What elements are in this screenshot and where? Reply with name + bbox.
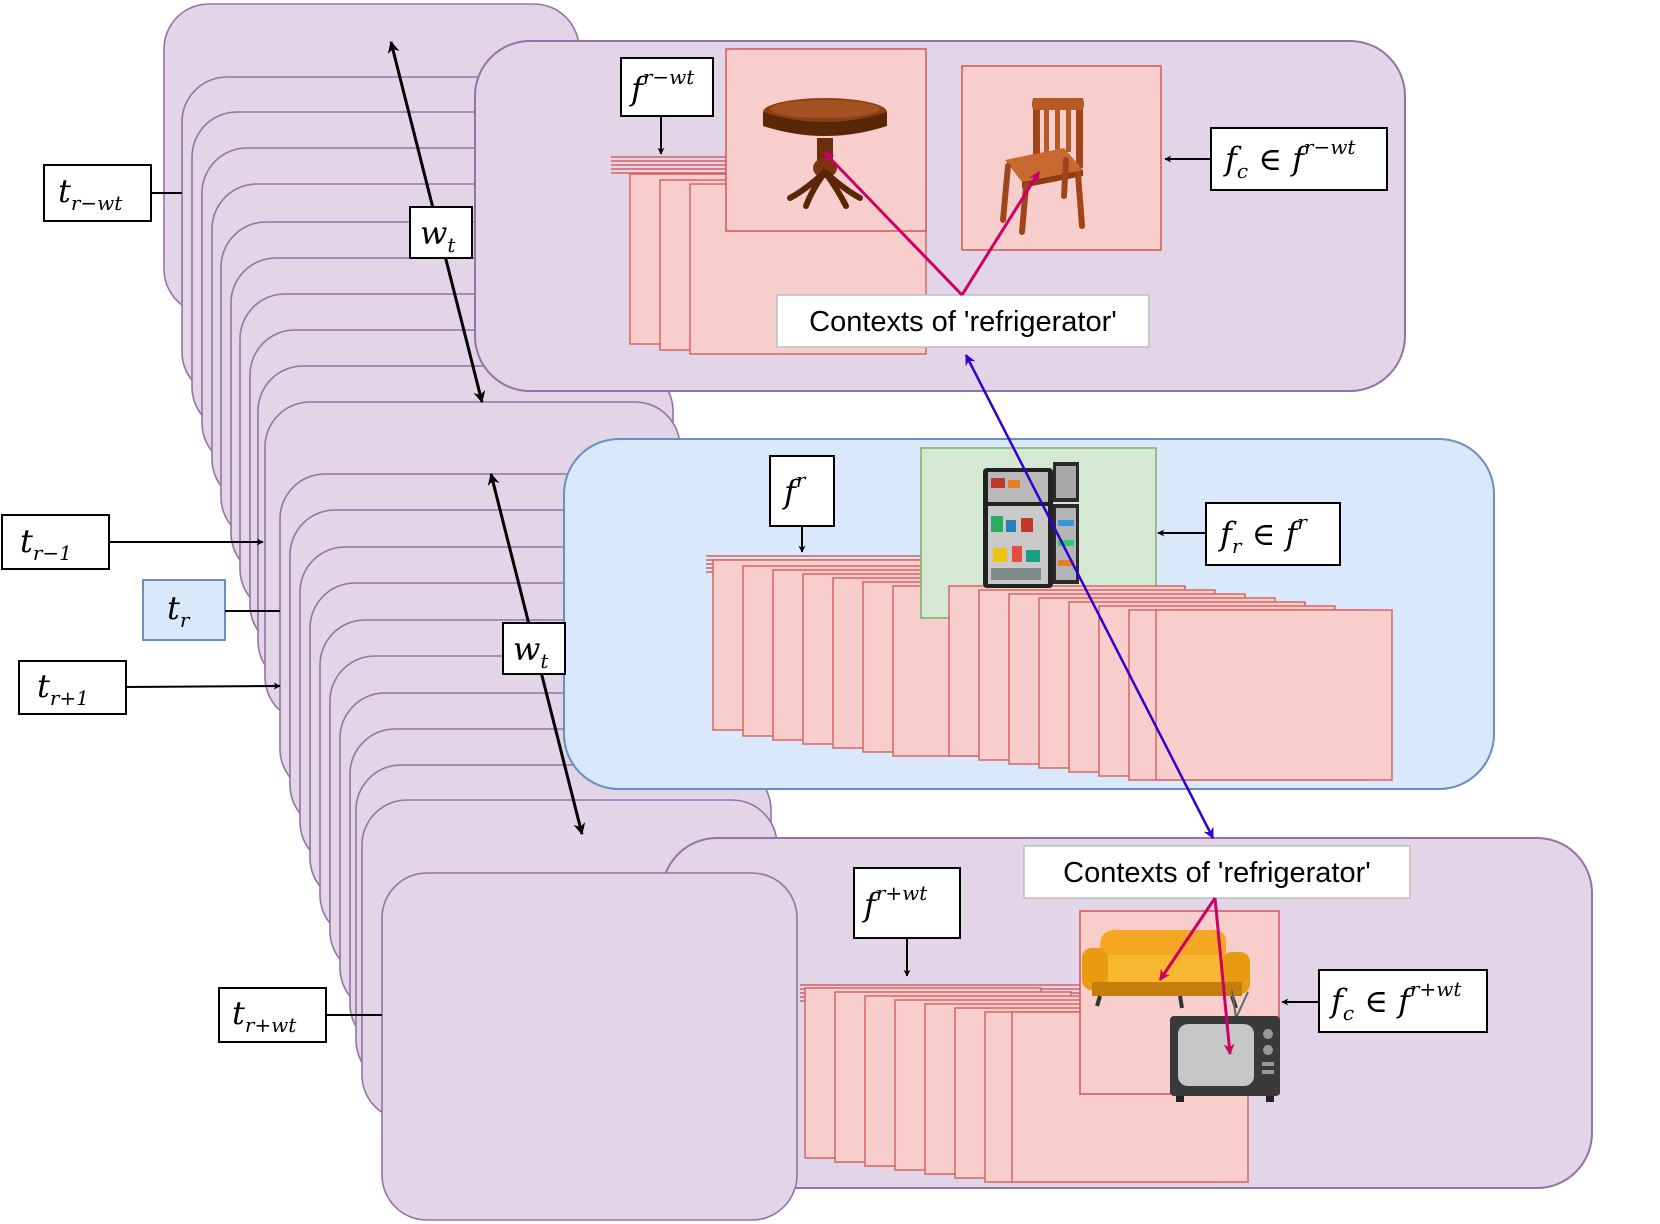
t-r-plus-wt-sub: r+wt xyxy=(245,1013,297,1037)
label-w-t-upper: wt xyxy=(409,206,473,259)
t-r-minus-wt-sub: r−wt xyxy=(71,191,123,215)
label-fr-in-f-r: fr ∈ fr xyxy=(1205,502,1341,566)
object-box-table xyxy=(725,48,927,232)
panel-r-minus-wt: fr−wt fc ∈ fr−wt xyxy=(474,40,1406,392)
t-r-base: t xyxy=(167,589,180,627)
context-arrow-sofa xyxy=(1158,897,1217,981)
context-arrow-chair xyxy=(960,171,1041,296)
svg-text:tr−wt: tr−wt xyxy=(58,172,123,215)
frame-cards-r-right xyxy=(948,585,1393,781)
arrow-t-r-plus-1 xyxy=(125,682,281,690)
w-t-lower-base: w xyxy=(513,630,540,668)
svg-text:tr−1: tr−1 xyxy=(20,522,72,565)
panel-r-plus-wt: fr+wt fc ∈ fr+wt xyxy=(661,837,1593,1189)
label-f-r: fr xyxy=(769,455,835,527)
table-icon xyxy=(763,98,887,209)
tv-icon xyxy=(1170,989,1280,1102)
fc2-rel: ∈ xyxy=(1354,982,1398,1020)
w-t-upper-sub: t xyxy=(447,233,456,257)
fc-sub: c xyxy=(1237,159,1248,183)
fc-rel: ∈ xyxy=(1248,140,1292,178)
t-r-plus-1-base: t xyxy=(37,667,50,705)
svg-text:fr−wt: fr−wt xyxy=(629,65,695,108)
contexts-top-text: Contexts of 'refrigerator' xyxy=(809,306,1117,338)
svg-text:tr: tr xyxy=(167,589,191,632)
card-mid-right-8 xyxy=(1155,609,1393,781)
link-arrow-refrigerator-contexts xyxy=(964,354,1215,839)
svg-text:fc ∈ fr−wt: fc ∈ fr−wt xyxy=(1223,135,1356,183)
fr-sup2: r xyxy=(1297,510,1308,534)
contexts-label-top: Contexts of 'refrigerator' xyxy=(776,294,1150,348)
t-r-sub: r xyxy=(180,608,191,632)
label-f-r-minus-wt-sup: r−wt xyxy=(643,65,695,89)
label-f-r-minus-wt: fr−wt xyxy=(620,57,714,117)
label-t-r-minus-1: tr−1 xyxy=(1,514,110,570)
svg-text:fr ∈ fr: fr ∈ fr xyxy=(1218,510,1308,558)
fc-sup2: r−wt xyxy=(1304,135,1356,159)
context-arrow-table xyxy=(822,150,964,297)
t-r-minus-1-sub: r−1 xyxy=(33,541,72,565)
label-f-r-plus-wt: fr+wt xyxy=(853,867,961,939)
label-fc-in-f-r-plus-wt: fc ∈ fr+wt xyxy=(1318,969,1488,1033)
frame-r-plus-wt xyxy=(381,872,798,1221)
t-r-minus-wt-base: t xyxy=(58,172,71,210)
t-r-plus-1-sub: r+1 xyxy=(50,686,89,710)
w-t-upper-base: w xyxy=(420,214,447,252)
frame-stack-front xyxy=(381,872,798,1221)
contexts-label-bottom: Contexts of 'refrigerator' xyxy=(1023,845,1411,899)
label-f-r-sup: r xyxy=(796,468,807,492)
t-r-minus-1-base: t xyxy=(20,522,33,560)
label-t-r-minus-wt: tr−wt xyxy=(43,164,152,222)
label-t-r-plus-1: tr+1 xyxy=(18,660,127,715)
svg-text:fc ∈ fr+wt: fc ∈ fr+wt xyxy=(1329,977,1462,1025)
svg-text:wt: wt xyxy=(513,630,549,673)
chair-icon xyxy=(1000,98,1085,235)
fr-rel: ∈ xyxy=(1241,515,1285,553)
label-fc-in-f-r-minus-wt: fc ∈ fr−wt xyxy=(1210,127,1388,191)
label-f-r-plus-wt-sup: r+wt xyxy=(876,881,928,905)
svg-text:tr+1: tr+1 xyxy=(37,667,89,710)
fc2-sub: c xyxy=(1343,1001,1354,1025)
contexts-bottom-text: Contexts of 'refrigerator' xyxy=(1063,857,1371,889)
fr-sub: r xyxy=(1232,534,1243,558)
panel-r: fr fr ∈ fr xyxy=(563,438,1495,790)
context-arrow-tv xyxy=(1213,897,1235,1056)
t-r-plus-wt-base: t xyxy=(232,994,245,1032)
svg-text:wt: wt xyxy=(420,214,456,257)
label-w-t-lower: wt xyxy=(502,622,566,675)
label-t-r-plus-wt: tr+wt xyxy=(218,987,327,1043)
fc2-sup2: r+wt xyxy=(1410,977,1462,1001)
svg-text:fr+wt: fr+wt xyxy=(862,881,928,924)
svg-text:tr+wt: tr+wt xyxy=(232,994,297,1037)
w-t-lower-sub: t xyxy=(540,649,549,673)
label-t-r[interactable]: tr xyxy=(142,579,226,641)
